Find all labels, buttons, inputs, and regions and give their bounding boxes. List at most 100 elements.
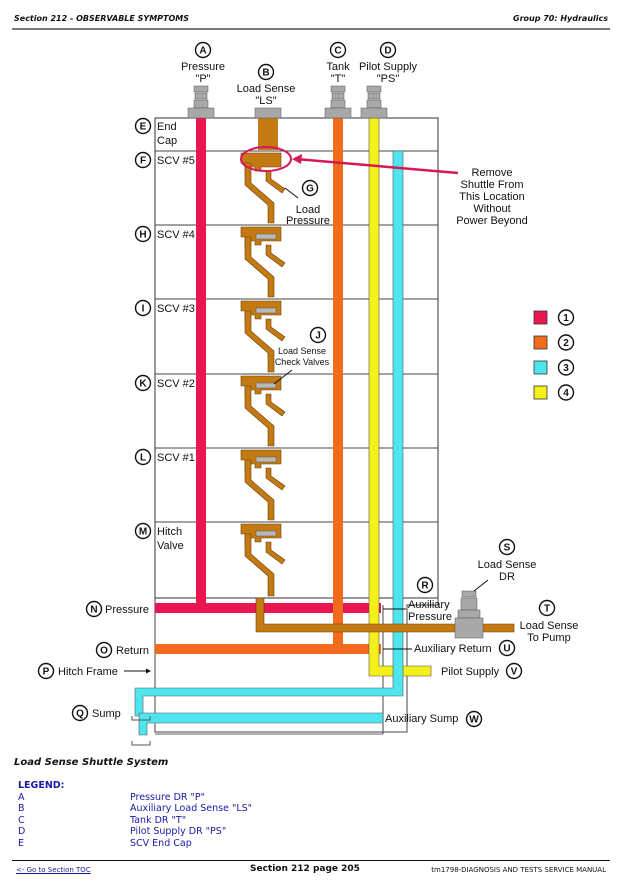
fitting-body [367, 92, 381, 100]
fitting-flange [324, 107, 352, 119]
fitting-body [366, 99, 382, 109]
load-sense-channel [244, 533, 275, 597]
legend-key: D [18, 826, 26, 837]
load-sense-dr-label: DR [499, 571, 515, 583]
callout-i: I [134, 299, 152, 317]
legend-item: C Tank DR "T" [18, 815, 252, 827]
fitting-body [331, 92, 345, 100]
callout-p: P [37, 662, 55, 680]
page-number: Section 212 page 205 [250, 864, 360, 874]
callout-circle [134, 522, 152, 540]
callout-w: W [465, 710, 483, 728]
hydraulic-lines [131, 117, 515, 746]
callout-letter: A [199, 46, 206, 57]
legend-item: D Pilot Supply DR "PS" [18, 826, 252, 838]
callout-letter: B [262, 68, 269, 79]
load-sense-channel [244, 310, 275, 373]
load-sense-channel [244, 236, 275, 298]
legend-value: SCV End Cap [130, 837, 192, 849]
callout-j: J [309, 326, 327, 344]
callout-b: B [257, 63, 275, 81]
load-sense-check-valve [240, 375, 286, 447]
leader-line [284, 187, 299, 199]
legend-key: B [18, 803, 25, 814]
load-sense-to-pump-line [255, 597, 515, 633]
callout-circle [194, 41, 212, 59]
callout-g: G [301, 179, 319, 197]
fitting-body [194, 92, 208, 100]
callout-o: O [95, 641, 113, 659]
section-header: Section 212 - OBSERVABLE SYMPTOMS [14, 14, 189, 23]
callout-v: V [505, 662, 523, 680]
callout-t: T [538, 599, 556, 617]
pressure-label: Pressure [105, 604, 149, 616]
load-pressure-label: Pressure [286, 215, 330, 227]
callout-letter: L [140, 453, 146, 464]
fitting-body [330, 99, 346, 109]
section-toc-link[interactable]: <- Go to Section TOC [16, 866, 91, 874]
callout-letter: R [421, 581, 429, 592]
legend-item: B Auxiliary Load Sense "LS" [18, 803, 252, 815]
shuttle-scv5-highlighted [240, 152, 286, 224]
callout-circle [301, 179, 319, 197]
port-label: "LS" [255, 95, 276, 107]
leader-line [473, 579, 489, 592]
callout-letter: I [142, 304, 145, 315]
shuttle-highlight-ring [240, 146, 292, 172]
section-label: SCV #4 [157, 229, 195, 241]
callout-circle [134, 151, 152, 169]
auxiliary-sump-label: Auxiliary Sump [385, 713, 458, 725]
sump-drain [131, 741, 151, 746]
callout-circle [557, 334, 575, 351]
callout-l: L [134, 448, 152, 466]
load-pressure-branch [265, 541, 286, 565]
sump-drain [131, 716, 151, 721]
callout-letter: U [503, 644, 510, 655]
fitting-cap [366, 85, 382, 93]
load-pressure-branch [265, 244, 286, 268]
callout-c: C [329, 41, 347, 59]
pointer-arrowhead [292, 154, 302, 164]
callout-n: N [85, 600, 103, 618]
section-label: End [157, 121, 177, 133]
section-label: SCV #3 [157, 303, 195, 315]
color-key-swatch [533, 310, 548, 325]
color-key-swatch [533, 360, 548, 375]
port-label: Pilot Supply [359, 61, 418, 73]
callout-a: A [194, 41, 212, 59]
callout-2: 2 [557, 334, 575, 351]
legend-item: E SCV End Cap [18, 838, 252, 850]
load-sense-to-pump-label: To Pump [527, 632, 570, 644]
check-valve-ball [255, 382, 277, 389]
load-sense-dr-fitting [454, 590, 484, 639]
legend-value: Pressure DR "P" [130, 791, 205, 803]
callout-letter: G [306, 184, 314, 195]
callout-d: D [379, 41, 397, 59]
callout-circle [134, 374, 152, 392]
fitting-cap [330, 85, 346, 93]
callout-letter: 3 [563, 363, 569, 374]
callout-letter: K [139, 379, 147, 390]
callout-letter: M [139, 527, 147, 538]
callout-letter: O [100, 646, 108, 657]
tank-port-fitting [324, 85, 352, 119]
auxiliary-sump-line [138, 712, 384, 736]
callout-u: U [498, 639, 516, 657]
callout-letter: F [140, 156, 146, 167]
load-sense-check-valve [240, 300, 286, 373]
port-label: "P" [195, 73, 210, 85]
remove-shuttle-note: This Location [459, 191, 524, 203]
check-valve-ball [255, 307, 277, 314]
group-header: Group 70: Hydraulics [513, 14, 608, 23]
color-key-swatch [533, 385, 548, 400]
return-line [333, 118, 343, 649]
load-pressure-branch [265, 467, 286, 491]
section-label: SCV #5 [157, 155, 195, 167]
arrowhead [146, 668, 151, 674]
load-sense-check-valve [240, 226, 286, 298]
callout-circle [505, 662, 523, 680]
load-sense-check-valve [240, 449, 286, 521]
callout-circle [379, 41, 397, 59]
